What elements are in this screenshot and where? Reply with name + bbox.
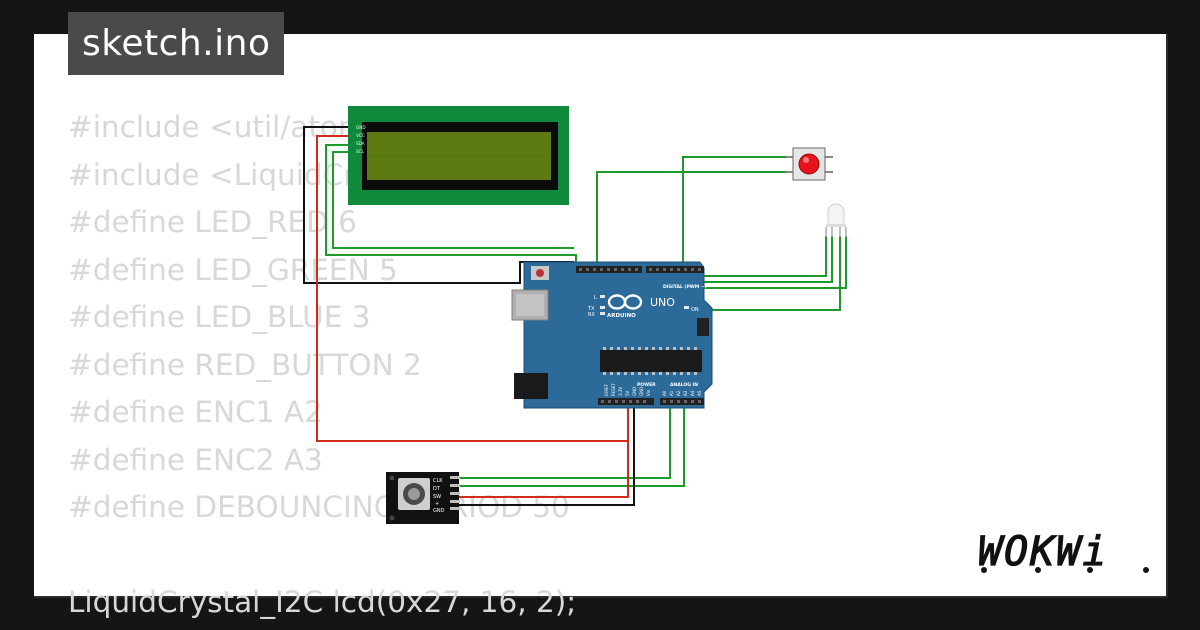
pin-a3: A3	[683, 390, 688, 396]
pin-gnd-2: GND	[639, 387, 644, 396]
pin-a2: A2	[676, 390, 681, 396]
pin-a5: A5	[697, 390, 702, 396]
code-line: #define LED_GREEN 5	[68, 252, 398, 287]
lcd-pin-labels: GND VCC SDA SCL	[356, 125, 366, 154]
code-line: #define LED_RED 6	[68, 205, 357, 239]
pin-reset: RESET	[611, 383, 616, 396]
wokwi-logo-text: WOKWi	[978, 529, 1108, 575]
wire-lcd-scl[interactable]	[332, 151, 574, 249]
wire-enc-vcc[interactable]	[458, 441, 629, 498]
arduino-uno-board[interactable]: UNO ARDUINO DIGITAL (PWM ~) POWER ANALOG…	[511, 261, 713, 409]
analog-header-label: ANALOG IN	[670, 382, 698, 388]
encoder-pin-clk: CLK	[433, 478, 443, 484]
code-line: LiquidCrystal_I2C lcd(0x27, 16, 2);	[68, 585, 577, 619]
wokwi-logo-dots	[981, 567, 1149, 573]
on-label: ON	[691, 307, 699, 313]
encoder-pin-sw: SW	[433, 494, 441, 500]
arduino-infinity-icon	[607, 294, 643, 310]
arduino-model-label: UNO	[650, 296, 675, 309]
wire-enc-gnd[interactable]	[458, 408, 635, 506]
pin-vin: Vin	[646, 389, 651, 396]
rx-label: RX	[588, 312, 595, 318]
wire-enc-clk[interactable]	[458, 408, 671, 479]
lcd-display[interactable]: GND VCC SDA SCL	[348, 106, 569, 205]
pin-5v: 5V	[625, 390, 630, 396]
wire-enc-dt[interactable]	[458, 408, 685, 487]
code-line: #define RED_BUTTON 2	[68, 347, 422, 382]
lcd-pin-sda: SDA	[356, 141, 365, 146]
tx-label: TX	[587, 306, 595, 312]
wire-led-1[interactable]	[662, 236, 827, 277]
wire-led-2[interactable]	[676, 236, 833, 283]
pin-ioref: IOREF	[604, 383, 609, 396]
encoder-pin-gnd: GND	[433, 508, 445, 514]
file-tab-label: sketch.ino	[82, 23, 271, 64]
rgb-led[interactable]	[825, 203, 847, 237]
rotary-encoder[interactable]: CLK DT SW + GND	[386, 472, 460, 524]
red-pushbutton[interactable]	[786, 147, 833, 181]
power-header-label: POWER	[637, 382, 656, 388]
code-background: #include <util/atomic.h>#include <Liquid…	[68, 104, 1158, 619]
lcd-pin-gnd: GND	[356, 125, 366, 130]
wire-lcd-vcc[interactable]	[316, 135, 629, 442]
lcd-pin-vcc: VCC	[356, 133, 365, 138]
digital-header-label: DIGITAL (PWM ~)	[663, 284, 707, 290]
pin-a4: A4	[690, 390, 695, 396]
code-line: #define DEBOUNCING_PERIOD 50	[68, 490, 570, 524]
pin-3v3: 3.3V	[618, 387, 623, 396]
wire-button-2[interactable]	[596, 171, 794, 278]
file-tab[interactable]: sketch.ino	[68, 12, 285, 75]
code-line: #define ENC2 A3	[68, 442, 323, 477]
wire-led-4[interactable]	[690, 236, 847, 289]
pin-gnd-1: GND	[632, 387, 637, 396]
pin-a1: A1	[669, 390, 674, 396]
wire-lcd-sda[interactable]	[325, 144, 577, 270]
l-label: L	[594, 295, 597, 301]
wokwi-logo: WOKWi	[977, 528, 1149, 576]
encoder-pin-vcc: +	[435, 501, 439, 507]
wire-button-1[interactable]	[682, 156, 794, 270]
pin-a0: A0	[662, 390, 667, 396]
encoder-pin-dt: DT	[433, 486, 441, 492]
lcd-pin-scl: SCL	[356, 149, 365, 154]
arduino-brand-label: ARDUINO	[607, 313, 636, 319]
